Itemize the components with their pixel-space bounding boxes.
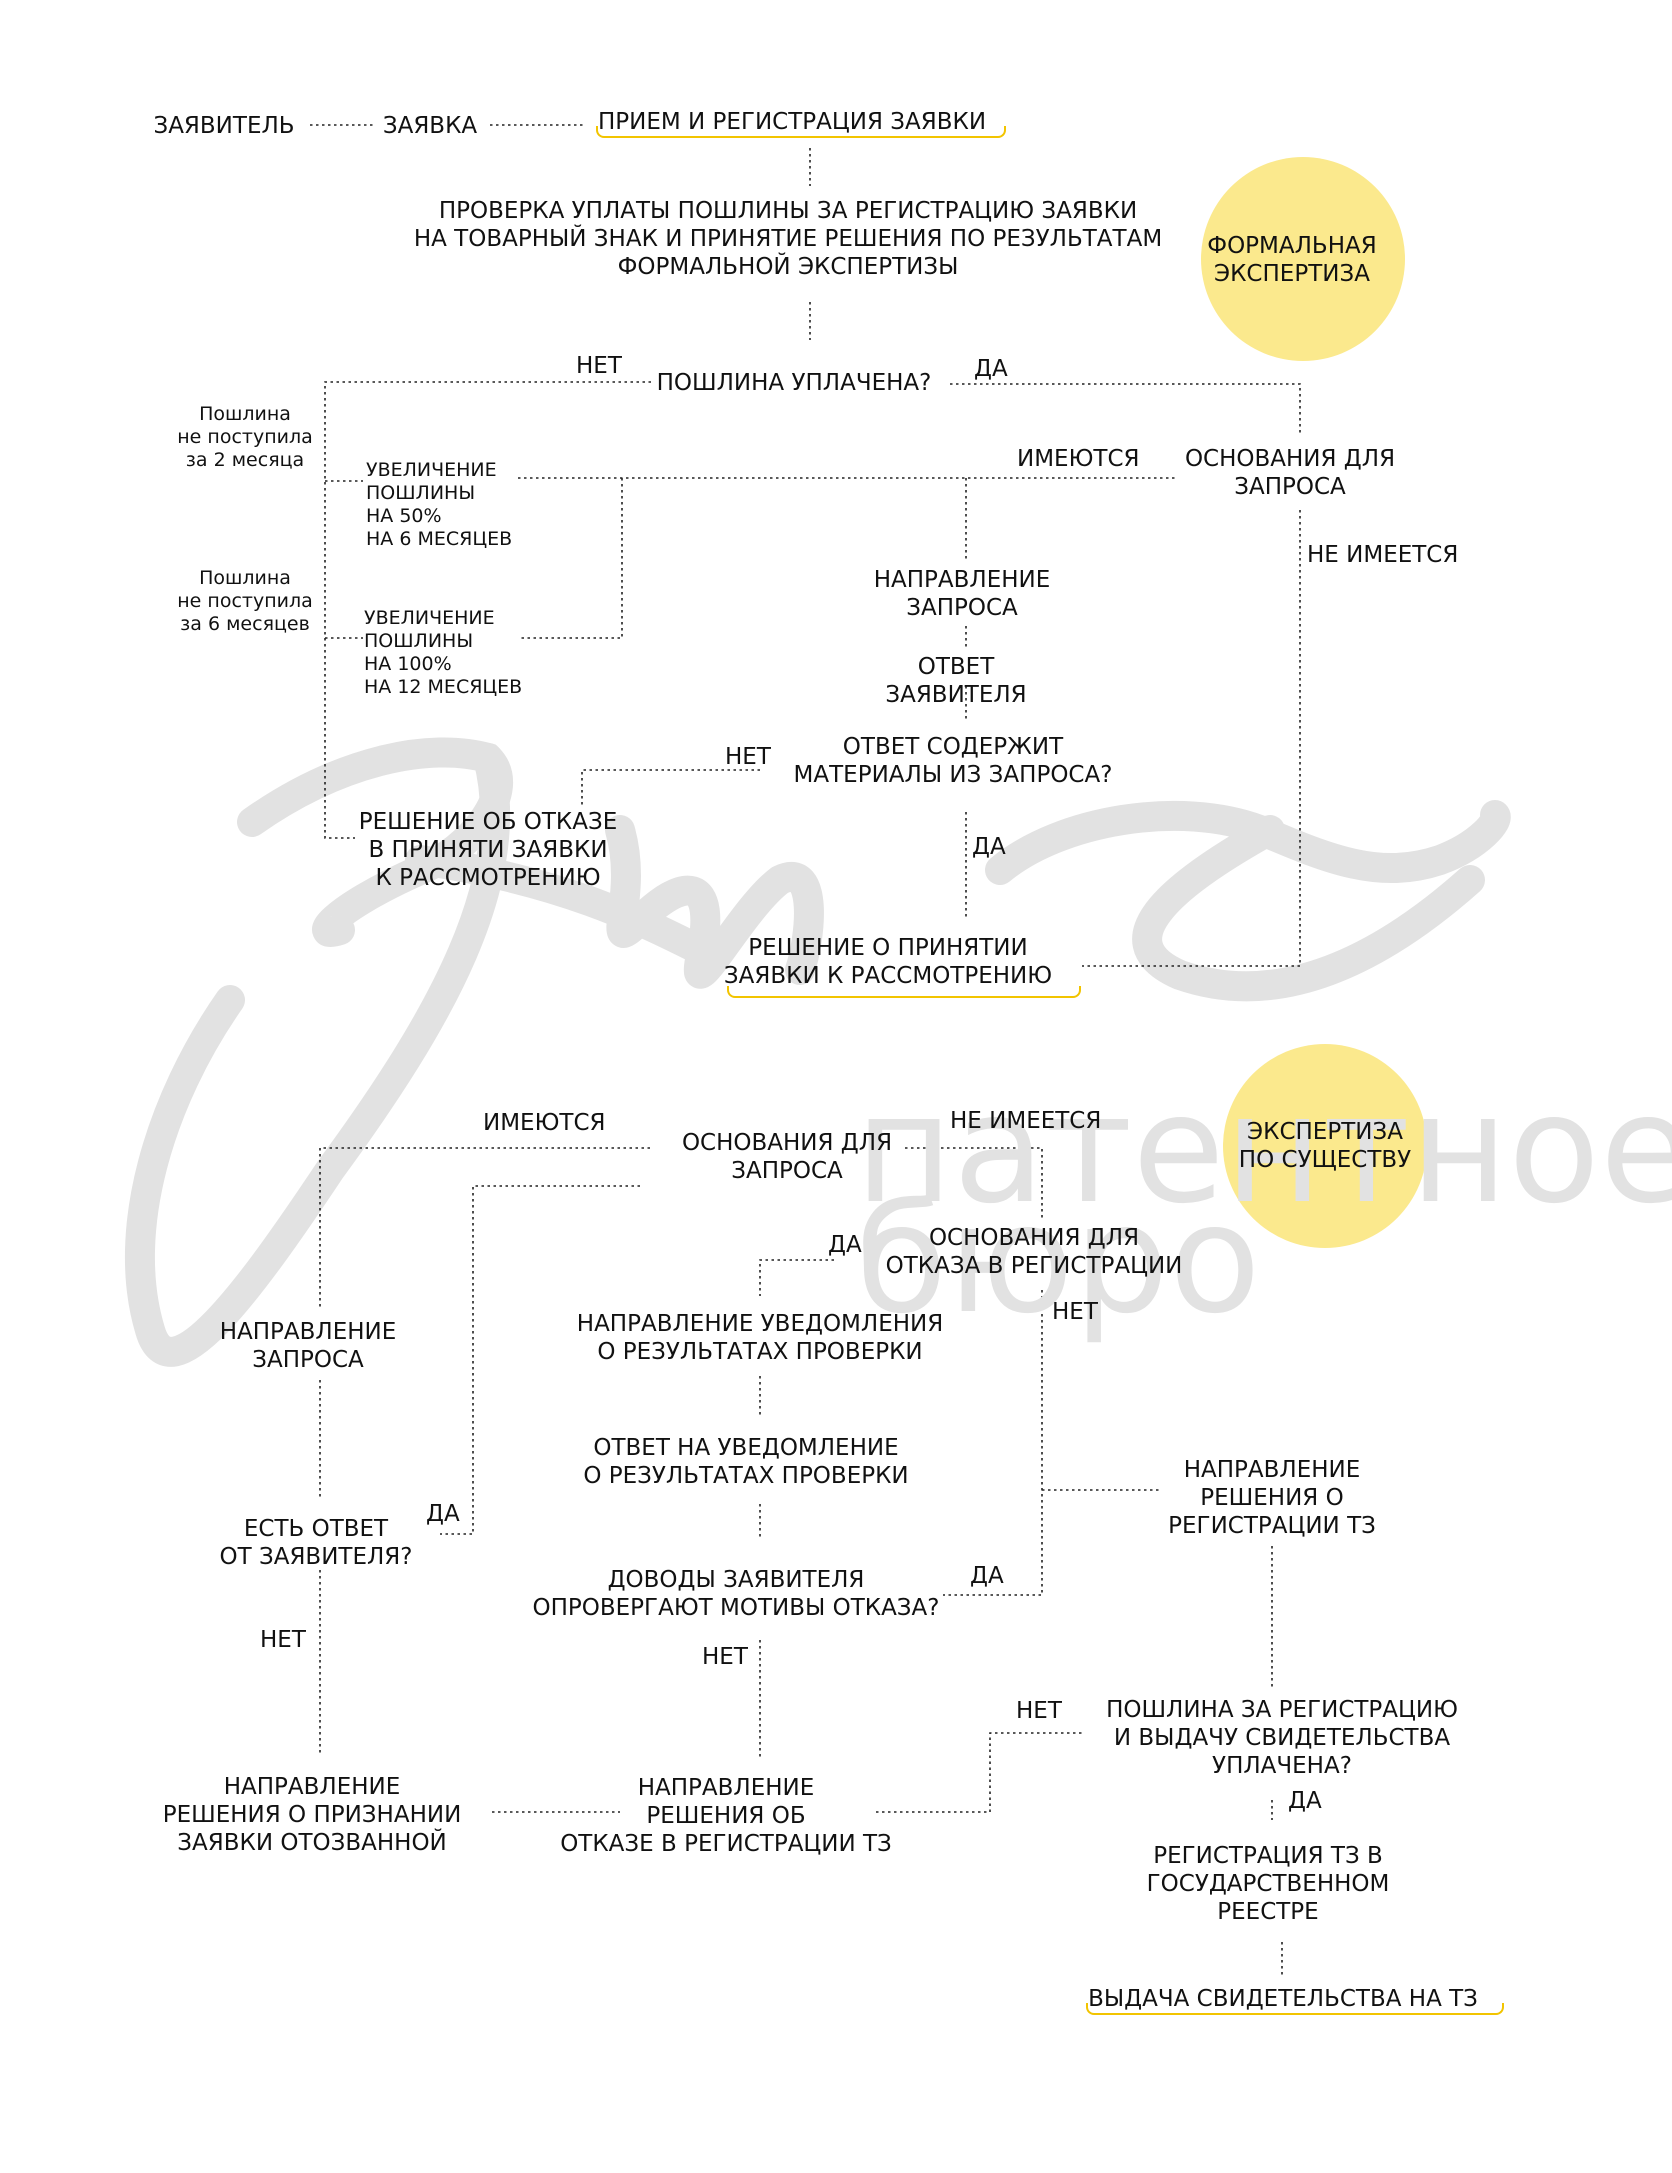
acceptance-decision-node: РЕШЕНИЕ О ПРИНЯТИИ ЗАЯВКИ К РАССМОТРЕНИЮ: [723, 935, 1053, 989]
certificate-issue-node: ВЫДАЧА СВИДЕТЕЛЬСТВА НА ТЗ: [1088, 1986, 1478, 2012]
answer-contains-yes-label: ДА: [972, 834, 1006, 860]
application-node: ЗАЯВКА: [382, 113, 478, 139]
answer-contains-materials-question: ОТВЕТ СОДЕРЖИТ МАТЕРИАЛЫ ИЗ ЗАПРОСА?: [793, 734, 1113, 788]
formal-expertise-circle: [1201, 157, 1405, 361]
grounds-not-exist-label-2: НЕ ИМЕЕТСЯ: [950, 1108, 1102, 1134]
watermark-script-logo: [125, 737, 1511, 1367]
fee-paid-question-2: ПОШЛИНА ЗА РЕГИСТРАЦИЮ И ВЫДАЧУ СВИДЕТЕЛ…: [1106, 1697, 1458, 1779]
fee-paid-yes-label: ДА: [974, 356, 1008, 382]
arguments-refute-yes-label: ДА: [970, 1563, 1004, 1589]
substantive-expertise-badge: ЭКСПЕРТИЗА ПО СУЩЕСТВУ: [1238, 1119, 1412, 1173]
send-request-node: НАПРАВЛЕНИЕ ЗАПРОСА: [873, 567, 1051, 621]
grounds-refusal-yes-label: ДА: [828, 1232, 862, 1258]
fee-paid-no-label-2: НЕТ: [1016, 1698, 1062, 1724]
state-registry-node: РЕГИСТРАЦИЯ ТЗ В ГОСУДАРСТВЕННОМ РЕЕСТРЕ: [1146, 1843, 1390, 1925]
grounds-exist-label: ИМЕЮТСЯ: [1017, 446, 1140, 472]
grounds-not-exist-label: НЕ ИМЕЕТСЯ: [1307, 542, 1459, 568]
applicant-answer-yes-label: ДА: [426, 1501, 460, 1527]
registration-decision-node: НАПРАВЛЕНИЕ РЕШЕНИЯ О РЕГИСТРАЦИИ ТЗ: [1168, 1457, 1376, 1539]
fee-paid-yes-label-2: ДА: [1288, 1788, 1322, 1814]
refusal-registration-decision-node: НАПРАВЛЕНИЕ РЕШЕНИЯ ОБ ОТКАЗЕ В РЕГИСТРА…: [560, 1775, 892, 1857]
arguments-refute-no-label: НЕТ: [702, 1644, 748, 1670]
reply-to-notification-node: ОТВЕТ НА УВЕДОМЛЕНИЕ О РЕЗУЛЬТАТАХ ПРОВЕ…: [583, 1435, 909, 1489]
not-received-6-months-note: Пошлина не поступила за 6 месяцев: [177, 567, 313, 635]
answer-contains-no-label: НЕТ: [725, 744, 771, 770]
acceptance-underline: [727, 986, 1081, 998]
fee-check-node: ПРОВЕРКА УПЛАТЫ ПОШЛИНЫ ЗА РЕГИСТРАЦИЮ З…: [413, 198, 1163, 280]
receipt-underline: [596, 126, 1006, 138]
fee-paid-question: ПОШЛИНА УПЛАЧЕНА?: [656, 370, 932, 396]
connector-lines: [310, 124, 1301, 1975]
watermark-text-line1: патентное: [855, 1063, 1672, 1237]
send-notification-node: НАПРАВЛЕНИЕ УВЕДОМЛЕНИЯ О РЕЗУЛЬТАТАХ ПР…: [576, 1311, 944, 1365]
withdrawn-decision-node: НАПРАВЛЕНИЕ РЕШЕНИЯ О ПРИЗНАНИИ ЗАЯВКИ О…: [162, 1774, 462, 1856]
watermark-text-line2: бюро: [855, 1173, 1261, 1347]
not-received-2-months-note: Пошлина не поступила за 2 месяца: [177, 403, 313, 471]
grounds-exist-label-2: ИМЕЮТСЯ: [483, 1110, 606, 1136]
grounds-for-request-node-2: ОСНОВАНИЯ ДЛЯ ЗАПРОСА: [681, 1130, 893, 1184]
grounds-refusal-no-label: НЕТ: [1052, 1299, 1098, 1325]
increase-fee-100-node: УВЕЛИЧЕНИЕ ПОШЛИНЫ НА 100% НА 12 МЕСЯЦЕВ: [364, 607, 523, 698]
applicant-answer-no-label: НЕТ: [260, 1627, 306, 1653]
certificate-underline: [1086, 2003, 1504, 2015]
substantive-expertise-circle: [1223, 1044, 1427, 1248]
applicant-answer-node: ОТВЕТ ЗАЯВИТЕЛЯ: [885, 654, 1027, 708]
arguments-refute-question: ДОВОДЫ ЗАЯВИТЕЛЯ ОПРОВЕРГАЮТ МОТИВЫ ОТКА…: [532, 1567, 940, 1621]
applicant-node: ЗАЯВИТЕЛЬ: [153, 113, 295, 139]
grounds-for-refusal-node: ОСНОВАНИЯ ДЛЯ ОТКАЗА В РЕГИСТРАЦИИ: [885, 1225, 1183, 1279]
fee-paid-no-label: НЕТ: [576, 353, 622, 379]
receipt-registration-node: ПРИЕМ И РЕГИСТРАЦИЯ ЗАЯВКИ: [597, 109, 987, 135]
applicant-answer-question: ЕСТЬ ОТВЕТ ОТ ЗАЯВИТЕЛЯ?: [219, 1516, 413, 1570]
send-request-node-2: НАПРАВЛЕНИЕ ЗАПРОСА: [219, 1319, 397, 1373]
refusal-acceptance-decision-node: РЕШЕНИЕ ОБ ОТКАЗЕ В ПРИНЯТИ ЗАЯВКИ К РАС…: [358, 809, 618, 891]
grounds-for-request-node: ОСНОВАНИЯ ДЛЯ ЗАПРОСА: [1184, 446, 1396, 500]
formal-expertise-badge: ФОРМАЛЬНАЯ ЭКСПЕРТИЗА: [1207, 233, 1377, 287]
increase-fee-50-node: УВЕЛИЧЕНИЕ ПОШЛИНЫ НА 50% НА 6 МЕСЯЦЕВ: [366, 459, 513, 550]
